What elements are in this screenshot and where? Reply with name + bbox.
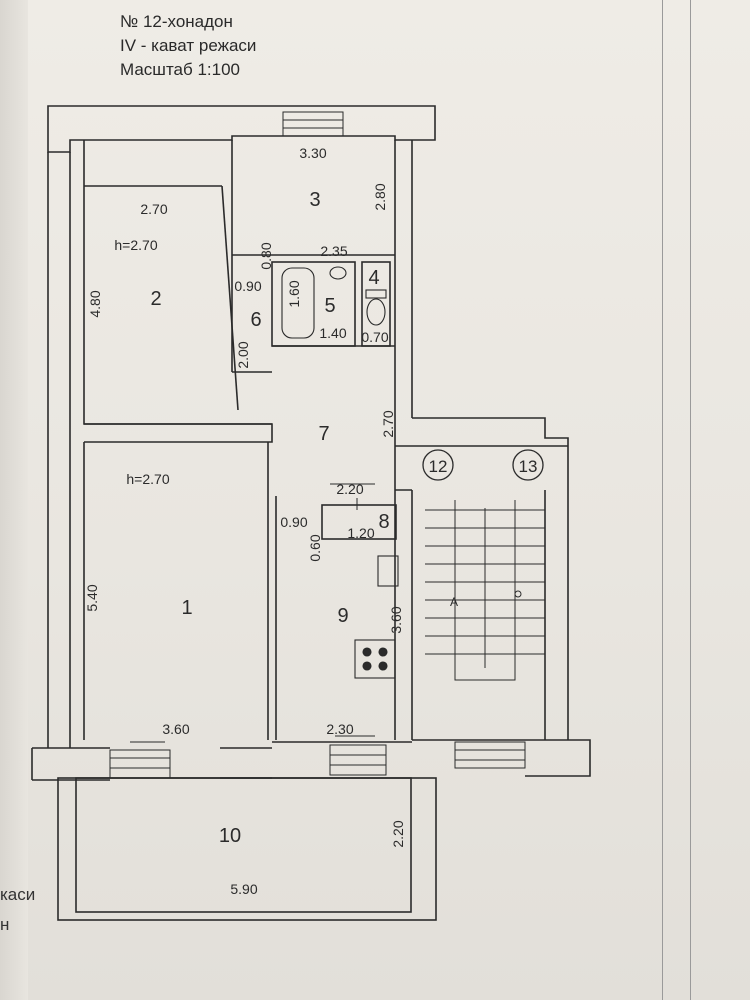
dim-2-35: 2.35 <box>320 243 347 259</box>
stair-label-12: 12 <box>429 457 448 476</box>
height-room-2: h=2.70 <box>114 237 157 253</box>
stove-icon <box>354 639 396 679</box>
dim-3-60-v: 3.60 <box>388 606 404 633</box>
room-label-1: 1 <box>181 597 192 619</box>
dimensions-vertical: 2.80 4.80 0.80 1.60 2.00 2.70 0.60 5.40 … <box>84 183 406 847</box>
stair-arrow-label: A <box>450 595 458 609</box>
edge-text-fragment-bottom: н <box>0 915 10 934</box>
room-label-2: 2 <box>150 288 161 310</box>
height-room-1: h=2.70 <box>126 471 169 487</box>
dim-0-90-a: 0.90 <box>234 278 261 294</box>
room-label-10: 10 <box>219 825 241 847</box>
dim-4-80: 4.80 <box>87 290 103 317</box>
staircase <box>425 500 545 681</box>
dim-2-70-hall: 2.70 <box>380 410 396 437</box>
room-numbers: 1 2 3 4 5 6 7 8 9 10 12 13 <box>150 189 537 847</box>
scale-label: Масштаб 1:100 <box>120 60 240 79</box>
plan-header: № 12-хонадон IV - кават режаси Масштаб 1… <box>120 10 256 82</box>
previous-page-edge <box>0 0 28 1000</box>
floor-plan-title: IV - кават режаси <box>120 36 257 55</box>
dim-5-40: 5.40 <box>84 584 100 611</box>
dimensions-horizontal: 3.30 2.70 h=2.70 2.35 0.90 1.40 0.70 h=2… <box>114 145 458 897</box>
walls <box>31 105 591 921</box>
room-label-4: 4 <box>368 267 379 289</box>
dim-0-80: 0.80 <box>258 242 274 269</box>
dim-2-30: 2.30 <box>326 721 353 737</box>
edge-text-fragment-top: каси <box>0 885 36 904</box>
margin-line-right <box>690 0 691 1000</box>
windows <box>109 111 526 779</box>
dim-0-70: 0.70 <box>361 329 388 345</box>
sink-icon <box>329 266 347 280</box>
dim-2-20-b: 2.20 <box>390 820 406 847</box>
dim-0-90-b: 0.90 <box>280 514 307 530</box>
dim-5-90: 5.90 <box>230 881 257 897</box>
room-label-3: 3 <box>309 189 320 211</box>
room-label-7: 7 <box>318 423 329 445</box>
toilet-icon <box>366 298 386 326</box>
dim-2-20-a: 2.20 <box>336 481 363 497</box>
fixtures <box>281 266 399 679</box>
stair-marker-12 <box>422 449 454 481</box>
stair-label-13: 13 <box>519 457 538 476</box>
bathtub-icon <box>281 267 315 339</box>
dimension-marks <box>130 483 375 743</box>
toilet-tank-icon <box>365 289 387 299</box>
dim-1-60: 1.60 <box>286 280 302 307</box>
room-label-5: 5 <box>324 295 335 317</box>
dim-1-20: 1.20 <box>347 525 374 541</box>
dim-3-30: 3.30 <box>299 145 326 161</box>
room-label-8: 8 <box>378 511 389 533</box>
dim-0-60: 0.60 <box>307 534 323 561</box>
dim-2-70-room2: 2.70 <box>140 201 167 217</box>
margin-line-left <box>662 0 663 1000</box>
dim-2-80: 2.80 <box>372 183 388 210</box>
dim-1-40: 1.40 <box>319 325 346 341</box>
room-label-9: 9 <box>337 605 348 627</box>
apartment-number: № 12-хонадон <box>120 12 233 31</box>
dim-3-60-h: 3.60 <box>162 721 189 737</box>
stair-marker-13 <box>512 449 544 481</box>
room-label-6: 6 <box>250 309 261 331</box>
kitchen-sink-icon <box>377 555 399 587</box>
dim-2-00: 2.00 <box>235 341 251 368</box>
